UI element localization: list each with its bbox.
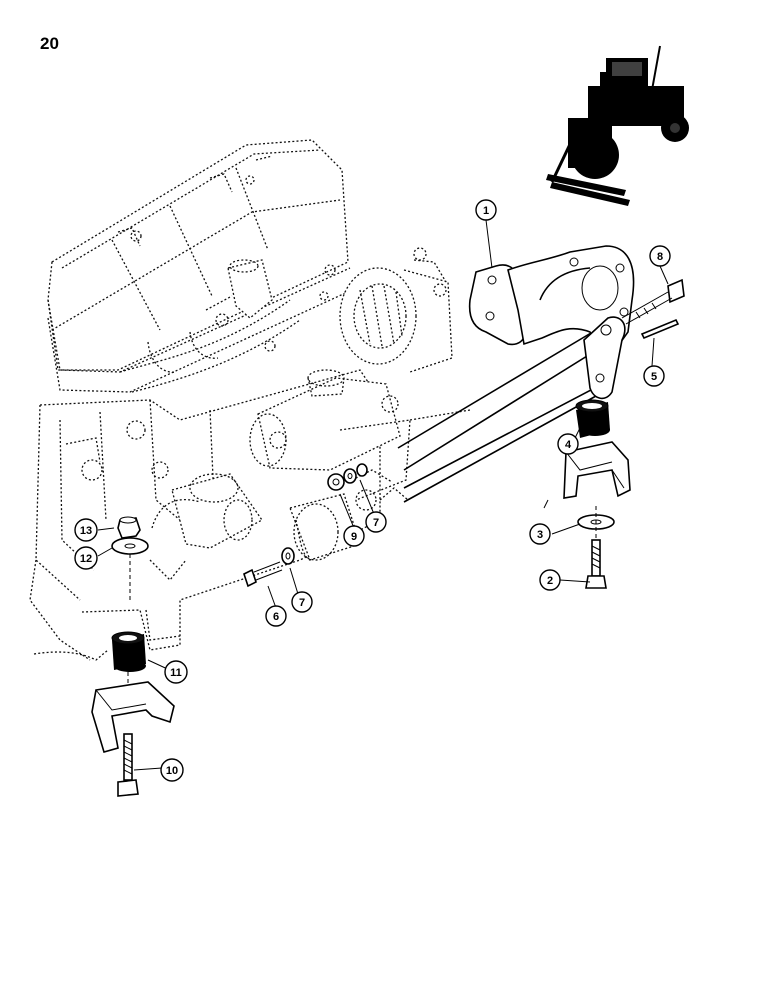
callout-12-label: 12: [80, 553, 92, 565]
callout-10: 10: [160, 758, 184, 782]
engine-block-phantom: [29, 139, 471, 661]
callout-2: 2: [539, 569, 561, 591]
callout-10-label: 10: [166, 765, 178, 777]
left-mount-stack: [91, 516, 175, 797]
callout-5-label: 5: [651, 371, 657, 383]
callout-2-label: 2: [547, 575, 553, 587]
callout-8-label: 8: [657, 251, 663, 263]
callout-5: 5: [643, 365, 665, 387]
callout-4-label: 4: [565, 439, 572, 451]
callout-7a-label: 7: [299, 597, 305, 609]
callout-6-label: 6: [273, 611, 279, 623]
page-number: 20: [40, 34, 59, 53]
leader-lines: [97, 219, 669, 771]
engine-mount-bracket: [468, 245, 635, 400]
callout-8: 8: [649, 245, 671, 267]
bracket-bolt: [621, 278, 685, 325]
callout-7b-label: 7: [373, 517, 379, 529]
callout-7b: 7: [365, 511, 387, 533]
callout-3-label: 3: [537, 529, 543, 541]
right-mount-stack: [563, 399, 631, 589]
callout-4: 4: [557, 433, 579, 455]
callout-11: 11: [164, 660, 188, 684]
callout-13-label: 13: [80, 525, 92, 537]
forklift-thumbnail: [546, 45, 689, 206]
callout-11-label: 11: [170, 667, 182, 679]
callout-1: 1: [475, 199, 497, 221]
callout-6: 6: [265, 605, 287, 627]
callout-3: 3: [529, 523, 551, 545]
callout-12: 12: [74, 546, 98, 570]
callout-9: 9: [343, 525, 365, 547]
callout-9-label: 9: [351, 531, 357, 543]
callout-1-label: 1: [483, 205, 489, 217]
callout-7a: 7: [291, 591, 313, 613]
roll-pin: [640, 318, 680, 340]
callout-13: 13: [74, 518, 98, 542]
nut-and-washers: [243, 463, 368, 588]
mounting-rail: [397, 329, 617, 503]
